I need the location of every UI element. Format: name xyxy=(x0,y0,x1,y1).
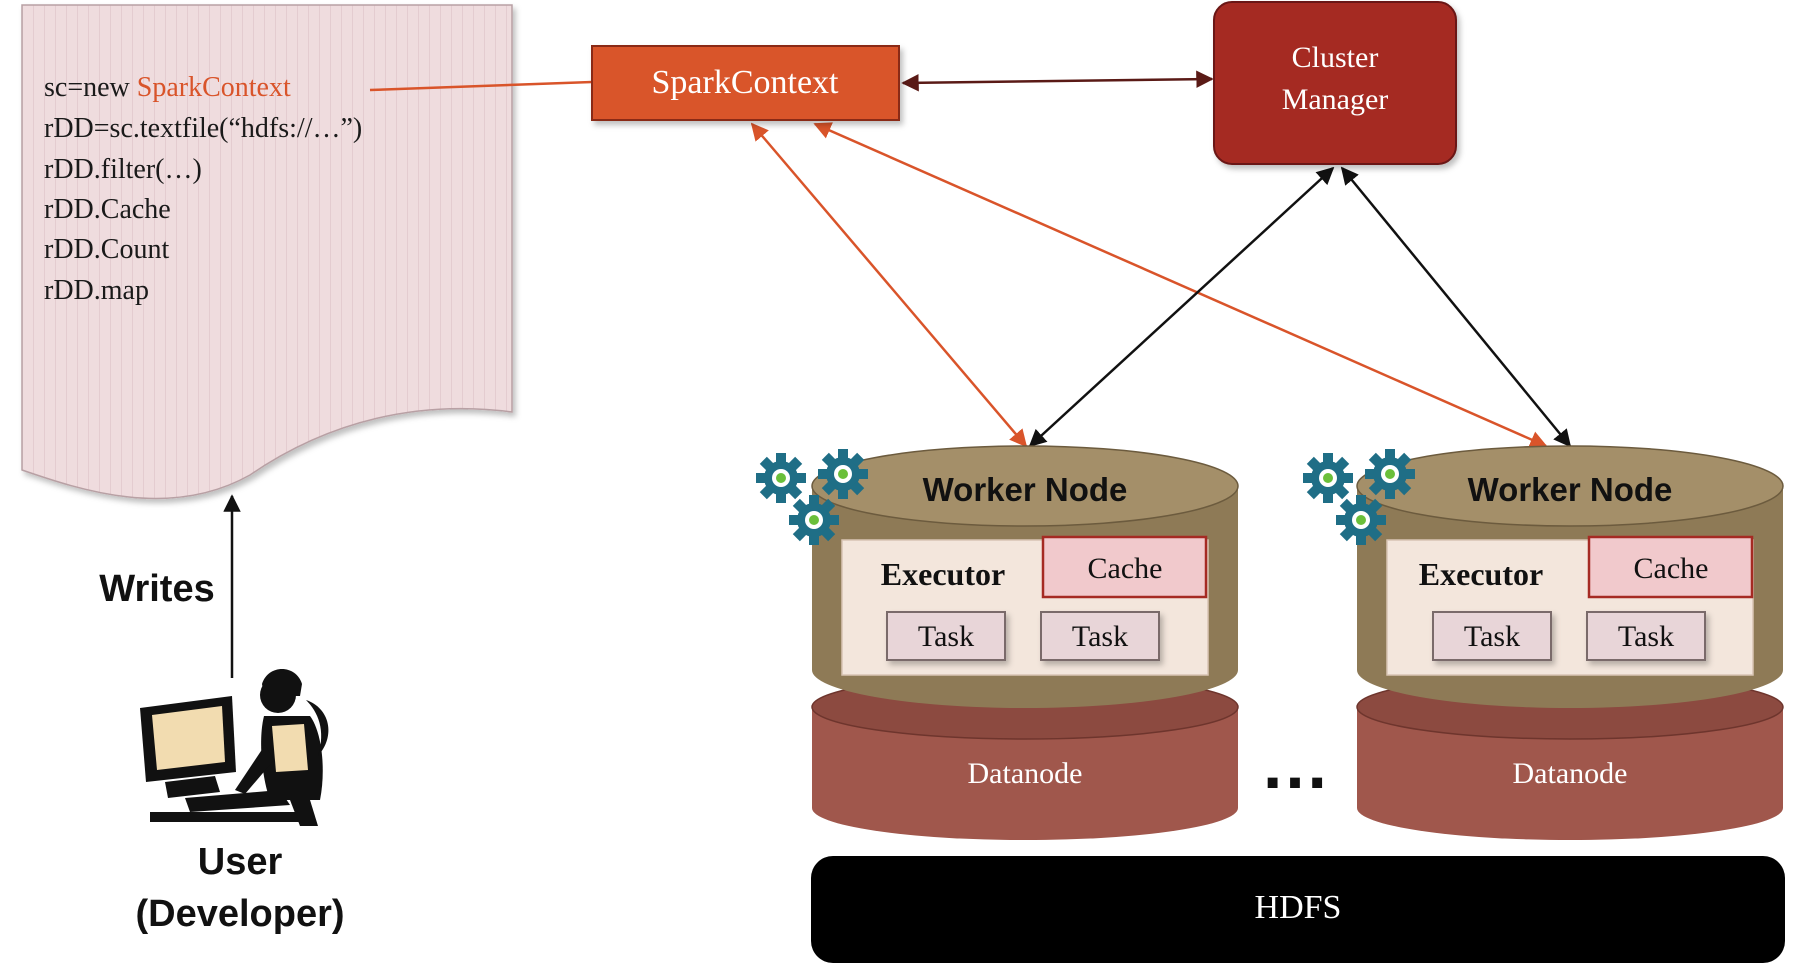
code-line-6: rDD.map xyxy=(44,275,149,306)
code-to-sparkcontext-line xyxy=(369,80,593,92)
sparkcontext-label: SparkContext xyxy=(652,64,840,101)
cache-box-1 xyxy=(1041,535,1208,599)
executor-label-1: Executor xyxy=(881,556,1005,592)
cluster-worker1-arrow xyxy=(1028,166,1335,448)
code-highlight-sparkcontext: SparkContext xyxy=(137,72,291,103)
sparkcontext-cluster-arrow xyxy=(901,70,1214,92)
cache-box-2 xyxy=(1587,535,1754,599)
user-label-line2: (Developer) xyxy=(135,893,344,935)
datanode-label-2: Datanode xyxy=(1513,757,1628,790)
connection-arrows xyxy=(223,70,1572,678)
sparkcontext-worker1-arrow xyxy=(750,122,1028,448)
task-box-1b xyxy=(1040,611,1160,661)
task-box-2a xyxy=(1432,611,1552,661)
task-box-1a xyxy=(886,611,1006,661)
worker-title-2: Worker Node xyxy=(1468,471,1673,508)
user-developer-icon xyxy=(140,669,329,826)
code-line-5: rDD.Count xyxy=(44,234,169,265)
worker-node-1: Datanode Worker Node Executor Cache Task… xyxy=(756,445,1239,840)
cluster-worker2-arrow xyxy=(1340,166,1572,448)
ellipsis: … xyxy=(1260,725,1330,803)
task-label-1a: Task xyxy=(918,620,974,653)
task-label-2b: Task xyxy=(1618,620,1674,653)
code-line-2: rDD=sc.textfile(“hdfs://…”) xyxy=(44,113,362,144)
task-label-2a: Task xyxy=(1464,620,1520,653)
cluster-manager-line2: Manager xyxy=(1282,83,1389,116)
code-lines: sc=new SparkContext rDD=sc.textfile(“hdf… xyxy=(44,72,362,306)
cache-label-1: Cache xyxy=(1088,552,1163,585)
worker-title-1: Worker Node xyxy=(923,471,1128,508)
code-document xyxy=(21,4,513,500)
hdfs-bar xyxy=(811,856,1785,963)
task-label-1b: Task xyxy=(1072,620,1128,653)
executor-label-2: Executor xyxy=(1419,556,1543,592)
code-line-4: rDD.Cache xyxy=(44,194,171,225)
code-line-3: rDD.filter(…) xyxy=(44,154,202,185)
cluster-manager-box xyxy=(1213,1,1457,165)
cache-label-2: Cache xyxy=(1634,552,1709,585)
worker-node-2: Datanode Worker Node Executor Cache Task… xyxy=(1303,445,1784,840)
sparkcontext-box xyxy=(591,45,900,121)
cluster-manager-line1: Cluster xyxy=(1292,41,1379,74)
hdfs-label: HDFS xyxy=(1255,889,1342,926)
code-line-1: sc=new SparkContext xyxy=(44,72,291,103)
user-label-line1: User xyxy=(198,841,283,883)
datanode-label-1: Datanode xyxy=(968,757,1083,790)
writes-label: Writes xyxy=(99,568,214,610)
task-box-2b xyxy=(1586,611,1706,661)
